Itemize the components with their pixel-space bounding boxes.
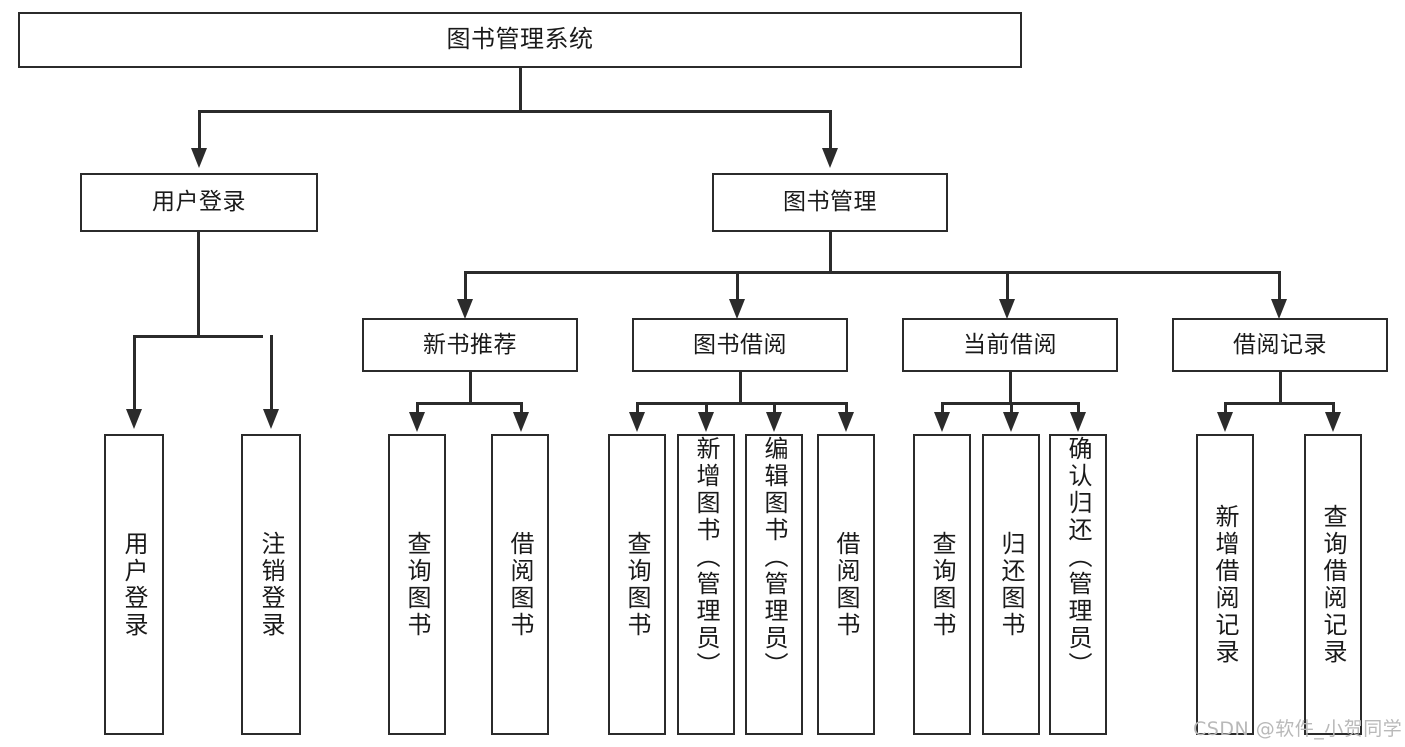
- node-label: 查询借阅记录: [1319, 503, 1347, 666]
- connector-login-bar: [133, 335, 263, 338]
- connector-bookmgmt-to-record: [1278, 271, 1281, 301]
- connector-borrow-leaf3: [773, 402, 776, 414]
- connector-record-leaf2: [1332, 402, 1335, 414]
- arrowhead-current-leaf1: [934, 412, 950, 432]
- leaf-recommend-query-book[interactable]: 查询图书: [388, 434, 446, 735]
- node-label: 查询图书: [403, 530, 431, 639]
- connector-root-to-login: [198, 110, 201, 150]
- connector-record-leaf1: [1224, 402, 1227, 414]
- connector-recommend-stem: [469, 372, 472, 402]
- connector-current-leaf1: [941, 402, 944, 414]
- node-label: 新书推荐: [423, 331, 517, 358]
- leaf-borrow-query-book[interactable]: 查询图书: [608, 434, 666, 735]
- connector-borrow-bar: [636, 402, 848, 405]
- arrowhead-current-leaf3: [1070, 412, 1086, 432]
- node-label: 归还图书: [997, 530, 1025, 639]
- node-label: 查询图书: [928, 530, 956, 639]
- node-current-borrow[interactable]: 当前借阅: [902, 318, 1118, 372]
- arrowhead-borrow-leaf4: [838, 412, 854, 432]
- connector-bookmgmt-stem: [829, 232, 832, 271]
- connector-root-to-bookmgmt: [829, 110, 832, 150]
- connector-recommend-bar: [416, 402, 523, 405]
- arrowhead-bookmgmt-record: [1271, 299, 1287, 319]
- connector-record-bar: [1224, 402, 1335, 405]
- arrowhead-login-leaf2: [263, 409, 279, 429]
- leaf-record-query-borrow-record[interactable]: 查询借阅记录: [1304, 434, 1362, 735]
- node-label: 查询图书: [623, 530, 651, 639]
- node-label: 新增借阅记录: [1211, 503, 1239, 666]
- leaf-recommend-borrow-book[interactable]: 借阅图书: [491, 434, 549, 735]
- arrowhead-bookmgmt-current: [999, 299, 1015, 319]
- connector-bookmgmt-to-recommend: [464, 271, 467, 301]
- node-new-book-recommend[interactable]: 新书推荐: [362, 318, 578, 372]
- node-label: 注销登录: [257, 530, 285, 639]
- arrowhead-root-to-bookmgmt: [822, 148, 838, 168]
- node-label: 用户登录: [152, 189, 246, 216]
- connector-borrow-leaf1: [636, 402, 639, 414]
- node-label: 确认归还（管理员）: [1064, 436, 1092, 679]
- node-borrow-record[interactable]: 借阅记录: [1172, 318, 1388, 372]
- connector-recommend-leaf2: [520, 402, 523, 414]
- leaf-current-confirm-return-admin[interactable]: 确认归还（管理员）: [1049, 434, 1107, 735]
- node-book-management[interactable]: 图书管理: [712, 173, 948, 232]
- leaf-current-return-book[interactable]: 归还图书: [982, 434, 1040, 735]
- node-book-borrow[interactable]: 图书借阅: [632, 318, 848, 372]
- leaf-borrow-edit-book-admin[interactable]: 编辑图书（管理员）: [745, 434, 803, 735]
- node-label: 编辑图书（管理员）: [760, 436, 788, 679]
- node-label: 用户登录: [120, 530, 148, 639]
- node-label: 借阅图书: [832, 530, 860, 639]
- arrowhead-record-leaf1: [1217, 412, 1233, 432]
- arrowhead-borrow-leaf2: [698, 412, 714, 432]
- leaf-borrow-borrow-book[interactable]: 借阅图书: [817, 434, 875, 735]
- leaf-borrow-add-book-admin[interactable]: 新增图书（管理员）: [677, 434, 735, 735]
- connector-borrow-leaf4: [845, 402, 848, 414]
- node-root-system[interactable]: 图书管理系统: [18, 12, 1022, 68]
- node-label: 图书管理: [783, 189, 877, 216]
- connector-current-stem: [1009, 372, 1012, 402]
- connector-bookmgmt-to-current: [1006, 271, 1009, 301]
- arrowhead-root-to-login: [191, 148, 207, 168]
- leaf-user-login[interactable]: 用户登录: [104, 434, 164, 735]
- arrowhead-record-leaf2: [1325, 412, 1341, 432]
- arrowhead-current-leaf2: [1003, 412, 1019, 432]
- connector-login-to-leaf2: [270, 335, 273, 411]
- connector-current-leaf3: [1077, 402, 1080, 414]
- connector-recommend-leaf1: [416, 402, 419, 414]
- connector-root-bar: [198, 110, 832, 113]
- arrowhead-borrow-leaf1: [629, 412, 645, 432]
- connector-borrow-stem: [739, 372, 742, 402]
- node-label: 图书借阅: [693, 331, 787, 358]
- arrowhead-bookmgmt-borrow: [729, 299, 745, 319]
- node-user-login[interactable]: 用户登录: [80, 173, 318, 232]
- node-label: 借阅图书: [506, 530, 534, 639]
- connector-current-leaf2: [1010, 402, 1013, 414]
- arrowhead-bookmgmt-recommend: [457, 299, 473, 319]
- leaf-logout[interactable]: 注销登录: [241, 434, 301, 735]
- node-label: 图书管理系统: [446, 25, 594, 54]
- arrowhead-recommend-leaf2: [513, 412, 529, 432]
- arrowhead-borrow-leaf3: [766, 412, 782, 432]
- node-label: 新增图书（管理员）: [692, 436, 720, 679]
- leaf-current-query-book[interactable]: 查询图书: [913, 434, 971, 735]
- connector-bookmgmt-bar: [464, 271, 1281, 274]
- node-label: 借阅记录: [1233, 331, 1327, 358]
- arrowhead-login-leaf1: [126, 409, 142, 429]
- connector-record-stem: [1279, 372, 1282, 402]
- node-label: 当前借阅: [963, 331, 1057, 358]
- arrowhead-recommend-leaf1: [409, 412, 425, 432]
- leaf-record-add-borrow-record[interactable]: 新增借阅记录: [1196, 434, 1254, 735]
- connector-login-stem: [197, 232, 200, 335]
- connector-login-to-leaf1: [133, 335, 136, 411]
- connector-borrow-leaf2: [705, 402, 708, 414]
- connector-root-stem: [519, 68, 522, 110]
- csdn-watermark: CSDN @软件_小贺同学: [1193, 718, 1403, 740]
- connector-bookmgmt-to-borrow: [736, 271, 739, 301]
